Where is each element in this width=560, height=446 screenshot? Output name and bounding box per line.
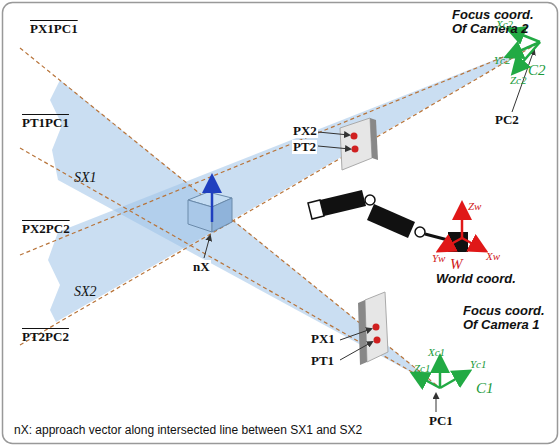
line-label: PX2PC2 [22, 222, 70, 236]
point-label: PX2 [292, 124, 318, 138]
point-label: PX1 [310, 332, 336, 346]
vector-label: nX [192, 260, 211, 274]
axis-label: Yc1 [470, 358, 487, 370]
origin-label: C1 [476, 380, 494, 397]
frame-title: Focus coord. Of Camera 1 [463, 304, 555, 333]
axis-label: Yw [432, 252, 445, 264]
line-label: PX1PC1 [30, 22, 78, 36]
point-label: PT1 [310, 354, 335, 368]
axis-label: Xw [486, 250, 500, 262]
line-label: PT1PC1 [22, 116, 69, 130]
point-label: PC2 [494, 113, 520, 127]
axis-label: Zc1 [414, 362, 431, 374]
axis-label: Zc2 [510, 74, 527, 86]
axis-label: Xc1 [428, 346, 445, 358]
origin-label: C2 [528, 62, 546, 79]
axis-label: Yc2 [494, 54, 511, 66]
caption-note: nX: approach vector along intersected li… [14, 424, 362, 437]
frame-title: World coord. [436, 272, 528, 286]
point-label: PT2 [292, 140, 317, 154]
point-label: PC1 [428, 414, 454, 428]
axis-label: Xc2 [496, 18, 513, 30]
plane-label: SX2 [74, 284, 97, 299]
plane-label: SX1 [74, 170, 97, 185]
line-label: PT2PC2 [22, 330, 69, 344]
origin-label: W [450, 256, 463, 273]
axis-label: Zw [468, 200, 481, 212]
